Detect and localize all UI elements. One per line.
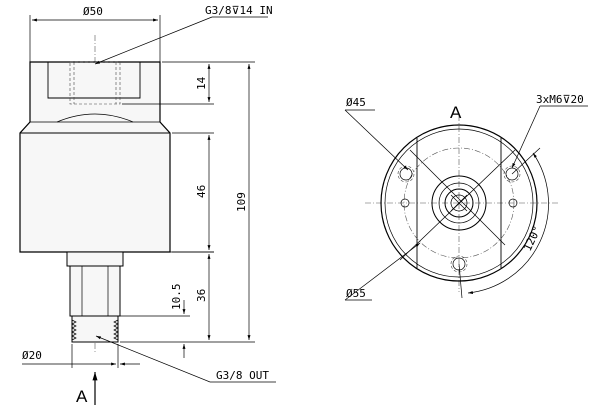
dim-14-label: 14 [195,76,208,90]
pcd55-leader [344,242,421,301]
port-ring-4 [450,194,468,212]
outlet-thread-label: G3/8 OUT [216,369,269,382]
pcd45-leader [344,109,409,171]
diag-line-1 [409,149,506,246]
angle-ext-1 [511,147,541,175]
top-diameter-label: Ø50 [83,5,103,18]
dim-36-label: 36 [195,289,208,302]
head-block [19,61,171,253]
pcd-45-label: Ø45 [346,96,366,109]
dim-46-label: 46 [195,185,208,198]
top-slot [47,62,141,99]
pcd-55-label: Ø55 [346,287,366,300]
mount-hole-bottom [450,255,468,273]
angle-label: 120° [521,224,544,254]
end-view: Ø45 Ø55 3xM6⊽20 A 120° [344,93,588,301]
outer-circle [380,124,538,282]
dim-109-label: 109 [235,192,248,212]
side-view: Ø50 G3/8⊽14 IN 14 46 109 10.5 36 Ø2 [19,4,276,406]
dim-10-5-label: 10.5 [170,284,183,311]
side-hole-left [400,198,410,208]
thread-teeth [71,319,119,341]
holes-leader [511,105,541,169]
outlet-leader [95,335,211,383]
stem [69,265,121,317]
angle-ext-2 [458,263,463,299]
neck [66,251,124,267]
holes-label: 3xM6⊽20 [536,93,584,106]
inlet-leader [94,16,213,65]
slot-curve [56,113,134,123]
outlet-thread-body [71,315,119,343]
bottom-diameter-label: Ø20 [22,349,42,362]
angle-arc [467,152,549,294]
view-a-end-label: A [450,103,462,122]
view-a-side-label: A [76,387,88,406]
inlet-thread-label: G3/8⊽14 IN [205,4,273,17]
